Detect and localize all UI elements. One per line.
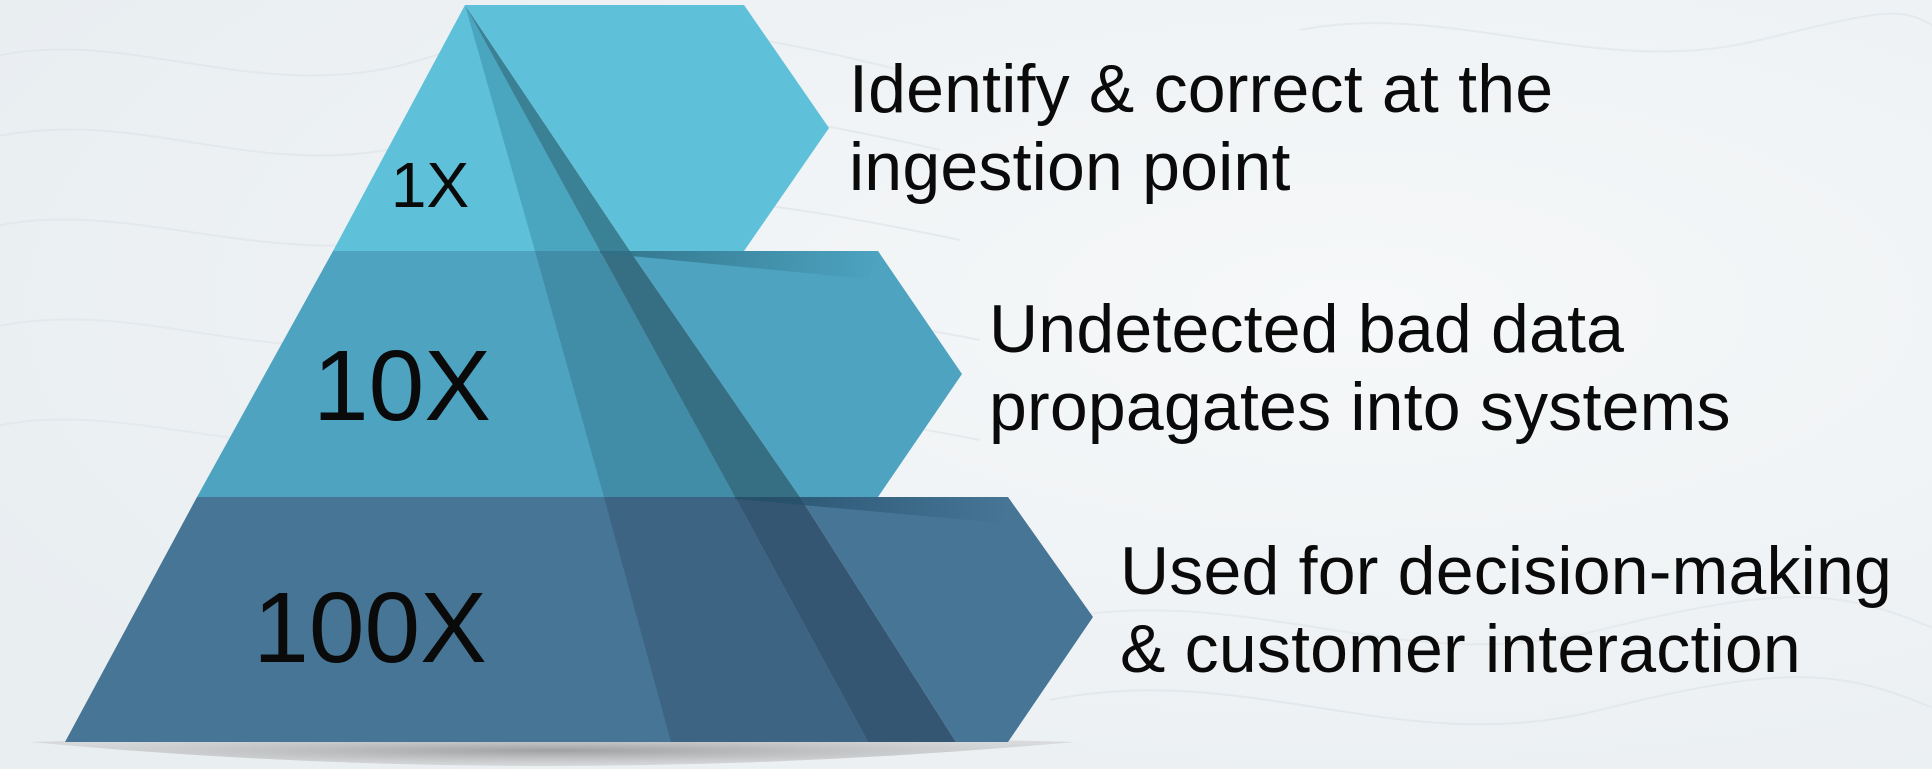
caption-tier-10x-line2: propagates into systems [989, 369, 1731, 445]
multiplier-100x: 100X [253, 572, 487, 684]
tier-100x [65, 497, 1093, 742]
tier-10x [197, 251, 962, 497]
caption-tier-100x: Used for decision-making & customer inte… [1120, 532, 1892, 688]
multiplier-1x: 1X [391, 149, 469, 221]
pyramid-shadow [30, 735, 1075, 766]
caption-tier-1x: Identify & correct at the ingestion poin… [849, 50, 1553, 206]
caption-tier-1x-line2: ingestion point [849, 129, 1291, 205]
caption-tier-100x-line1: Used for decision-making [1120, 533, 1893, 609]
multiplier-10x: 10X [313, 330, 491, 442]
caption-tier-100x-line2: & customer interaction [1120, 611, 1801, 687]
caption-tier-10x: Undetected bad data propagates into syst… [989, 290, 1731, 446]
caption-tier-10x-line1: Undetected bad data [989, 291, 1625, 367]
caption-tier-1x-line1: Identify & correct at the [849, 51, 1554, 127]
tier-1x [333, 5, 829, 251]
